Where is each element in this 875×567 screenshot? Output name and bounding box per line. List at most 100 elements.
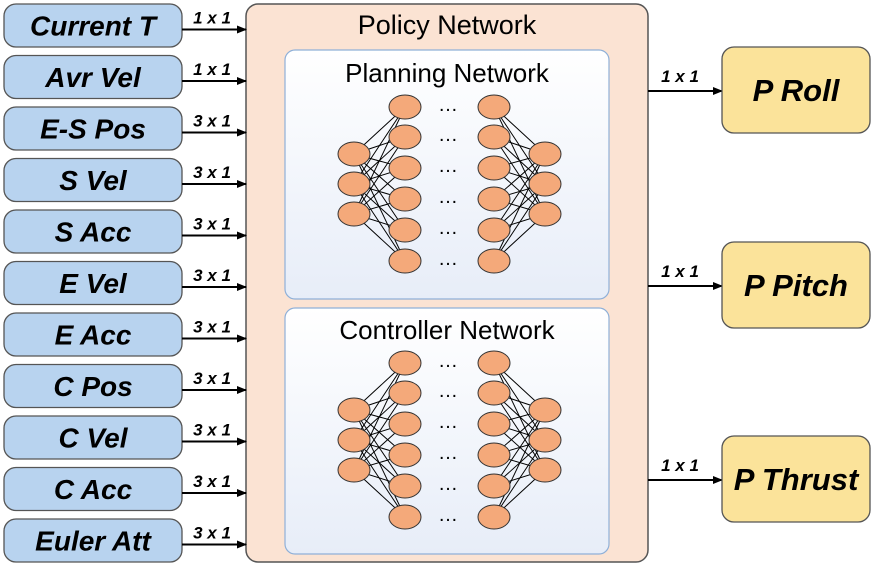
input-box bbox=[3, 3, 183, 48]
policy-network-title: Policy Network bbox=[358, 10, 537, 40]
connection bbox=[353, 136, 406, 215]
neuron-node bbox=[337, 141, 371, 167]
input-label: S Vel bbox=[59, 165, 128, 196]
input-label: E Acc bbox=[55, 320, 132, 351]
input-item: E Acc 3 x 1 bbox=[3, 312, 247, 357]
input-dim-label: 3 x 1 bbox=[193, 215, 231, 234]
input-item: Euler Att 3 x 1 bbox=[3, 518, 247, 563]
neuron-node bbox=[528, 201, 562, 227]
output-dim-label: 1 x 1 bbox=[661, 456, 699, 475]
neuron-node bbox=[388, 504, 422, 530]
neuron-node bbox=[337, 397, 371, 423]
controller-network-box bbox=[284, 307, 610, 555]
input-box bbox=[3, 260, 183, 306]
output-box bbox=[721, 241, 871, 329]
input-dim-label: 3 x 1 bbox=[193, 524, 231, 543]
neuron-node bbox=[477, 350, 511, 376]
planning-network-box bbox=[284, 49, 610, 300]
input-dim-label: 3 x 1 bbox=[193, 112, 231, 131]
ellipsis-dots: … bbox=[438, 473, 458, 495]
ellipsis-dots: … bbox=[438, 186, 458, 208]
input-box bbox=[3, 157, 183, 203]
planning-neural-net: ……………… bbox=[337, 94, 562, 274]
connection bbox=[353, 362, 406, 471]
ellipsis-dots: … bbox=[438, 94, 458, 116]
input-box bbox=[3, 466, 183, 512]
neuron-node bbox=[388, 217, 422, 243]
neuron-node bbox=[477, 124, 511, 150]
input-box bbox=[3, 106, 183, 151]
connection bbox=[493, 439, 546, 518]
connection bbox=[493, 183, 546, 262]
ellipsis-dots: … bbox=[438, 124, 458, 146]
neuron-node bbox=[477, 217, 511, 243]
input-dim-label: 3 x 1 bbox=[193, 318, 231, 337]
input-box bbox=[3, 209, 183, 254]
planning-network: Planning Network ……………… bbox=[284, 49, 610, 300]
neuron-node bbox=[528, 397, 562, 423]
input-label: C Vel bbox=[59, 423, 129, 454]
neuron-node bbox=[388, 350, 422, 376]
connection bbox=[493, 409, 546, 518]
input-dim-label: 3 x 1 bbox=[193, 163, 231, 182]
neuron-node bbox=[388, 248, 422, 274]
input-item: S Vel 3 x 1 bbox=[3, 157, 247, 203]
neuron-node bbox=[477, 186, 511, 212]
neuron-node bbox=[337, 457, 371, 483]
neuron-node bbox=[388, 94, 422, 120]
output-item: 1 x 1 P Pitch bbox=[648, 241, 871, 329]
input-box bbox=[3, 312, 183, 357]
output-dim-label: 1 x 1 bbox=[661, 67, 699, 86]
output-dim-label: 1 x 1 bbox=[661, 262, 699, 281]
network-nodes: ……………… bbox=[337, 94, 562, 274]
neuron-node bbox=[477, 380, 511, 406]
input-label: S Acc bbox=[55, 217, 132, 248]
controller-neural-net: ……………… bbox=[337, 350, 562, 530]
ellipsis-dots: … bbox=[438, 411, 458, 433]
neuron-node bbox=[528, 457, 562, 483]
neuron-node bbox=[337, 427, 371, 453]
input-dim-label: 3 x 1 bbox=[193, 472, 231, 491]
connection bbox=[493, 409, 546, 487]
input-label: C Acc bbox=[54, 474, 133, 505]
neuron-node bbox=[477, 411, 511, 437]
neuron-node bbox=[388, 124, 422, 150]
output-label: P Pitch bbox=[744, 268, 848, 303]
output-box bbox=[721, 435, 871, 523]
neuron-node bbox=[477, 442, 511, 468]
output-box bbox=[721, 46, 871, 134]
input-label: E Vel bbox=[59, 268, 128, 299]
ellipsis-dots: … bbox=[438, 504, 458, 526]
input-box bbox=[3, 415, 183, 460]
ellipsis-dots: … bbox=[438, 217, 458, 239]
input-label: C Pos bbox=[53, 371, 132, 402]
neuron-node bbox=[388, 411, 422, 437]
connection bbox=[353, 362, 406, 441]
neuron-node bbox=[528, 427, 562, 453]
input-dim-label: 1 x 1 bbox=[193, 60, 231, 79]
neuron-node bbox=[477, 155, 511, 181]
input-box bbox=[3, 363, 183, 409]
input-label: Euler Att bbox=[35, 526, 152, 557]
planning-network-title: Planning Network bbox=[345, 58, 550, 88]
ellipsis-dots: … bbox=[438, 155, 458, 177]
connection bbox=[353, 392, 406, 471]
neuron-node bbox=[528, 141, 562, 167]
neuron-node bbox=[477, 473, 511, 499]
input-label: Current T bbox=[30, 11, 159, 42]
ellipsis-dots: … bbox=[438, 442, 458, 464]
input-dim-label: 1 x 1 bbox=[193, 9, 231, 28]
input-label: Avr Vel bbox=[44, 62, 142, 93]
neuron-node bbox=[477, 504, 511, 530]
connection bbox=[353, 106, 406, 185]
output-label: P Roll bbox=[753, 73, 841, 108]
neuron-node bbox=[388, 380, 422, 406]
